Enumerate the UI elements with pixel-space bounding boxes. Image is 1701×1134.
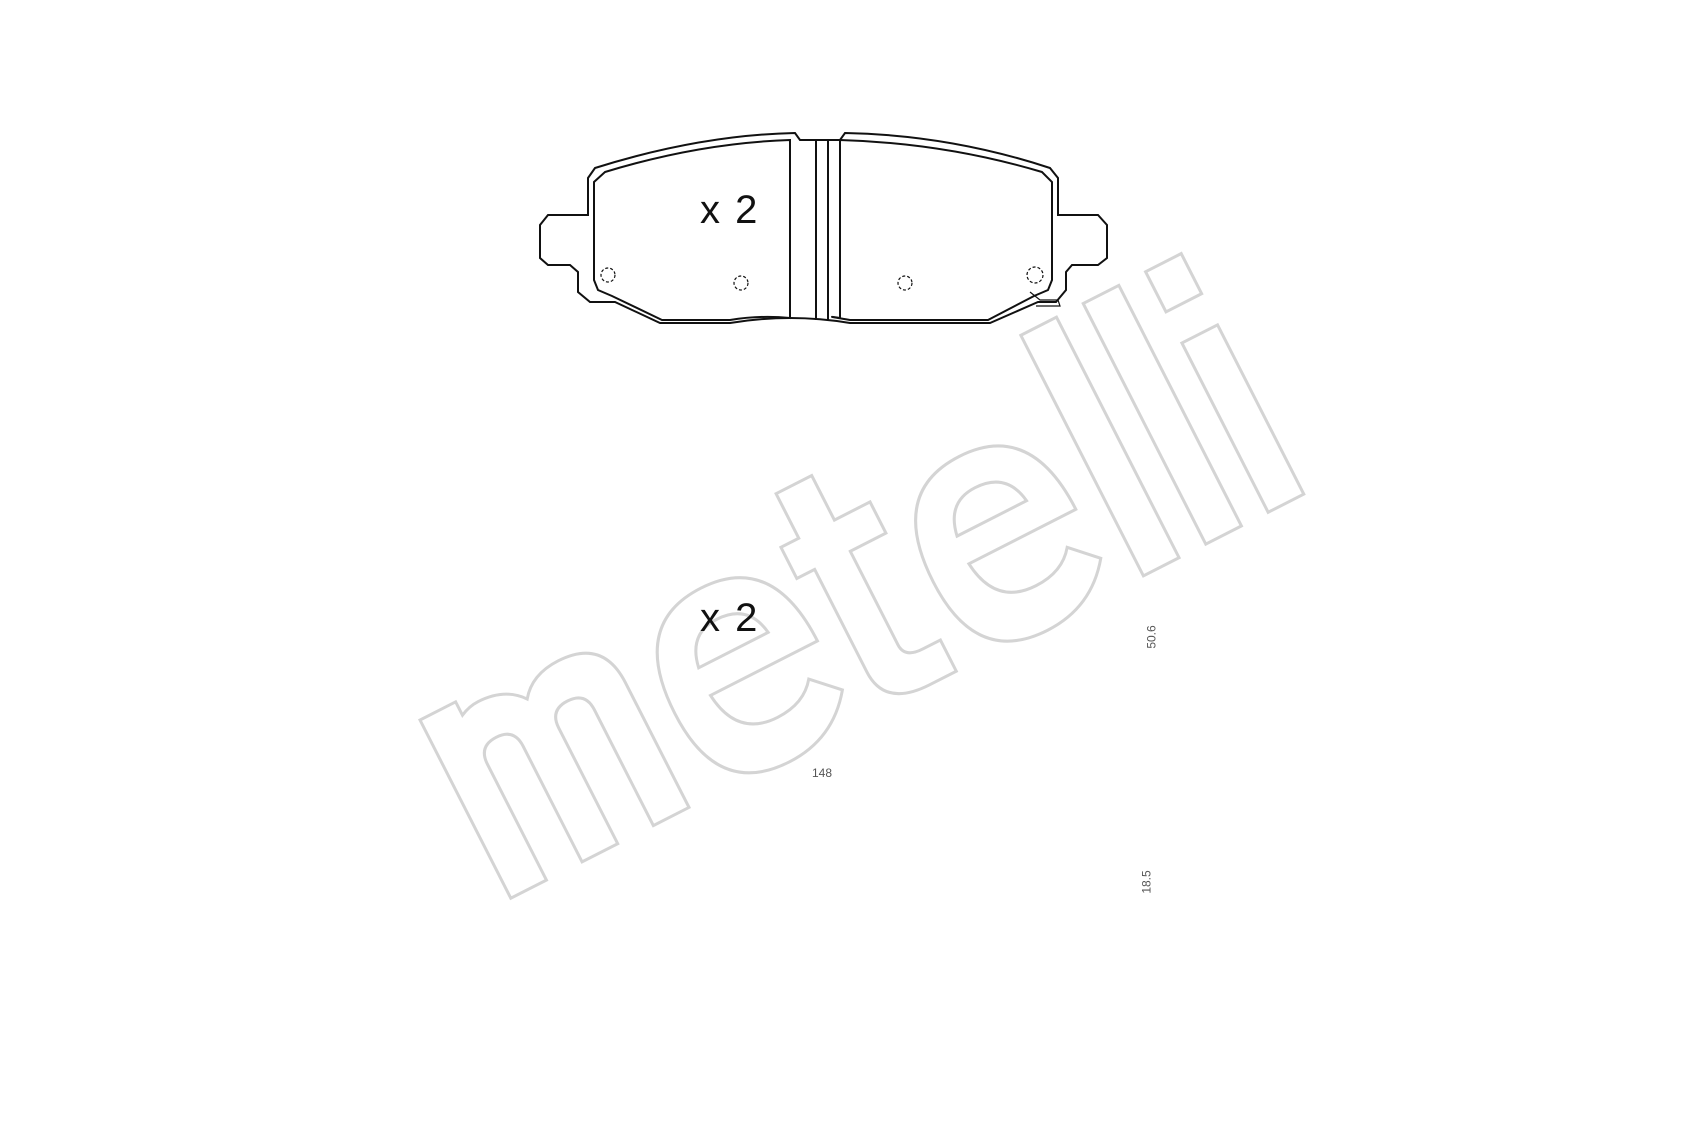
dimension-width-label: 148 — [812, 766, 833, 780]
quantity-label-bottom: x 2 — [700, 596, 760, 640]
dimension-height-label: 50.6 — [1144, 625, 1159, 649]
pad-front-view-top — [539, 131, 1108, 324]
watermark-logo — [417, 251, 1306, 901]
dimension-thickness-label: 18.5 — [1139, 870, 1154, 894]
quantity-label-top: x 2 — [700, 188, 760, 232]
